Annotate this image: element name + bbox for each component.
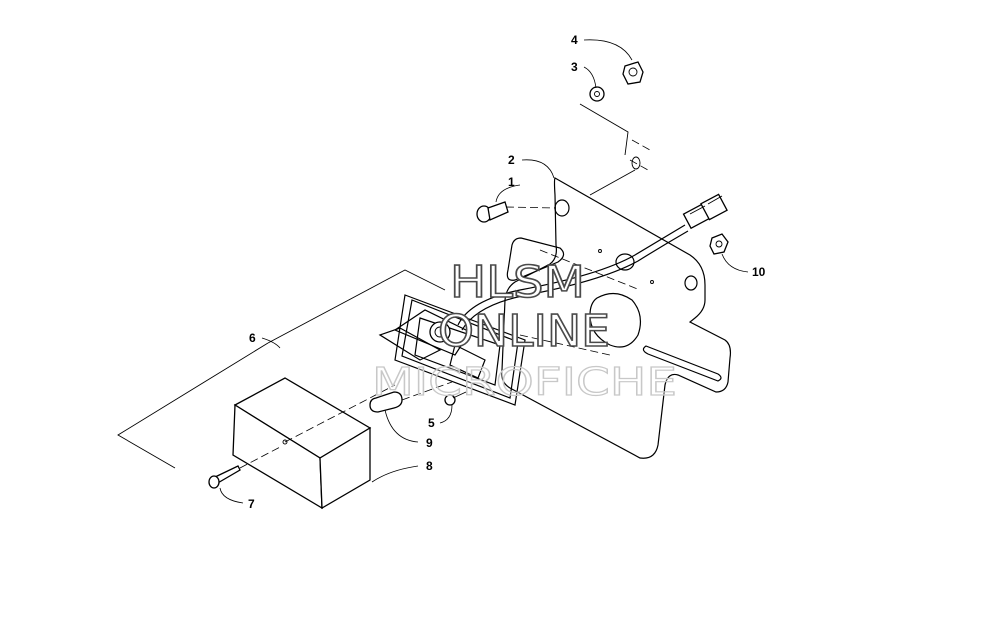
callout-labels: 1 2 3 4 5 6 7 8 9 10 <box>248 33 766 511</box>
svg-text:MICROFICHE: MICROFICHE <box>372 360 677 404</box>
bracket-nut <box>709 233 729 255</box>
watermark: HLSM ONLINE MICROFICHE <box>371 256 677 404</box>
base-screw <box>444 391 467 406</box>
washer-and-nut <box>579 61 651 196</box>
callout-8: 8 <box>426 459 433 473</box>
callout-2: 2 <box>508 153 515 167</box>
callout-10: 10 <box>752 265 766 279</box>
wiring-harness <box>457 193 728 331</box>
svg-text:ONLINE: ONLINE <box>438 306 610 357</box>
assembly-outline-6 <box>117 269 446 469</box>
lens-screw <box>208 445 283 489</box>
bulb <box>369 381 453 413</box>
leader-lines <box>219 39 749 504</box>
lamp-base-frame <box>378 294 526 406</box>
svg-text:HLSM: HLSM <box>450 257 585 308</box>
callout-5: 5 <box>428 416 435 430</box>
license-plate-bracket <box>501 177 732 459</box>
callout-9: 9 <box>426 436 433 450</box>
callout-6: 6 <box>249 331 256 345</box>
callout-1: 1 <box>508 175 515 189</box>
taillight-lens <box>232 377 396 510</box>
callout-7: 7 <box>248 497 255 511</box>
callout-3: 3 <box>571 60 578 74</box>
callout-4: 4 <box>571 33 578 47</box>
mounting-bolt <box>476 201 557 223</box>
